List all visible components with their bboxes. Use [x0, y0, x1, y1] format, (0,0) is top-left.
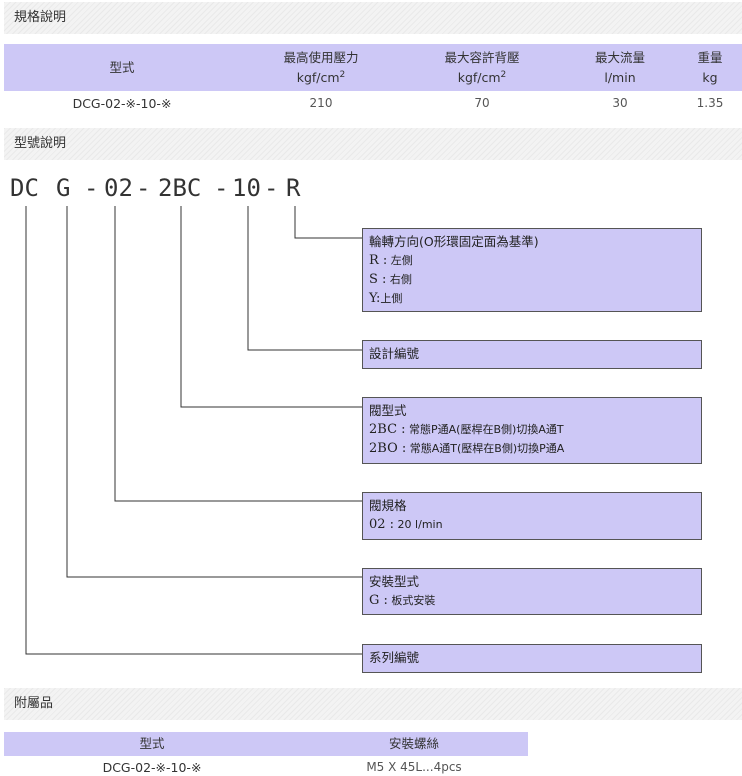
box-item: R : 左側	[369, 253, 413, 268]
box-title: 安裝型式	[369, 574, 420, 589]
box-valve-size: 閥規格 02 : 20 l/min	[362, 492, 702, 540]
col-screw: 安裝螺絲	[300, 732, 528, 756]
cell-screw: M5 X 45L...4pcs	[366, 760, 462, 774]
code-design: 10	[232, 174, 261, 202]
box-item: 2BO : 常態A通T(壓桿在B側)切換P通A	[369, 441, 565, 456]
box-item: G : 板式安裝	[369, 593, 436, 608]
accessory-table: 型式 安裝螺絲 DCG-02-※-10-※ M5 X 45L...4pcs	[4, 732, 528, 776]
col-model: 型式	[4, 732, 300, 756]
section-header-model: 型號說明	[4, 128, 742, 160]
table-row: DCG-02-※-10-※ 210 70 30 1.35	[4, 91, 742, 115]
box-item: 02 : 20 l/min	[369, 517, 443, 532]
cell-max-back-pressure: 70	[474, 96, 490, 110]
code-dash: -	[214, 174, 229, 202]
leader-line-type	[180, 206, 362, 408]
col-max-pressure: 最高使用壓力 kgf/cm2	[240, 44, 402, 91]
code-type: 2BC	[158, 174, 202, 202]
spec-table-header-row: 型式 最高使用壓力 kgf/cm2 最大容許背壓 kgf/cm2 最大流量 l/…	[4, 44, 742, 91]
cell-max-pressure: 210	[309, 96, 333, 110]
spec-table: 型式 最高使用壓力 kgf/cm2 最大容許背壓 kgf/cm2 最大流量 l/…	[4, 44, 742, 115]
box-item: S : 右側	[369, 272, 412, 287]
col-weight: 重量 kg	[678, 44, 742, 91]
cell-model: DCG-02-※-10-※	[102, 759, 202, 775]
cell-weight: 1.35	[696, 96, 724, 110]
box-item: Y:上側	[369, 291, 403, 306]
accessory-table-header-row: 型式 安裝螺絲	[4, 732, 528, 756]
cell-max-flow: 30	[612, 96, 628, 110]
code-g: G	[56, 174, 71, 202]
code-size: 02	[104, 174, 133, 202]
section-header-spec: 規格說明	[4, 2, 742, 34]
table-row: DCG-02-※-10-※ M5 X 45L...4pcs	[4, 756, 528, 776]
section-header-accessory: 附屬品	[4, 688, 742, 720]
box-item: 2BC : 常態P通A(壓桿在B側)切換A通T	[369, 422, 564, 437]
box-mount-type: 安裝型式 G : 板式安裝	[362, 568, 702, 615]
code-dc: DC	[10, 174, 39, 202]
code-dash: -	[84, 174, 99, 202]
box-rotation-direction: 輪轉方向(O形環固定面為基準) R : 左側 S : 右側 Y:上側	[362, 228, 702, 312]
box-series-number: 系列編號	[362, 644, 702, 673]
col-model: 型式	[4, 44, 240, 91]
box-title: 設計編號	[369, 346, 420, 361]
col-max-flow: 最大流量 l/min	[562, 44, 678, 91]
box-design-number: 設計編號	[362, 340, 702, 369]
leader-line-dir	[294, 206, 362, 239]
leader-line-size	[114, 206, 362, 502]
box-title: 閥型式	[369, 403, 407, 418]
box-title: 系列編號	[369, 650, 420, 665]
box-title: 閥規格	[369, 498, 407, 513]
box-valve-type: 閥型式 2BC : 常態P通A(壓桿在B側)切換A通T 2BO : 常態A通T(…	[362, 397, 702, 464]
leader-line-design	[247, 206, 362, 351]
leader-line-series	[25, 206, 362, 655]
cell-model: DCG-02-※-10-※	[72, 95, 172, 111]
leader-line-mount	[66, 206, 362, 578]
code-dir: R	[286, 174, 301, 202]
box-title: 輪轉方向(O形環固定面為基準)	[369, 234, 539, 249]
code-dash: -	[136, 174, 151, 202]
col-max-back-pressure: 最大容許背壓 kgf/cm2	[402, 44, 562, 91]
code-dash: -	[264, 174, 279, 202]
